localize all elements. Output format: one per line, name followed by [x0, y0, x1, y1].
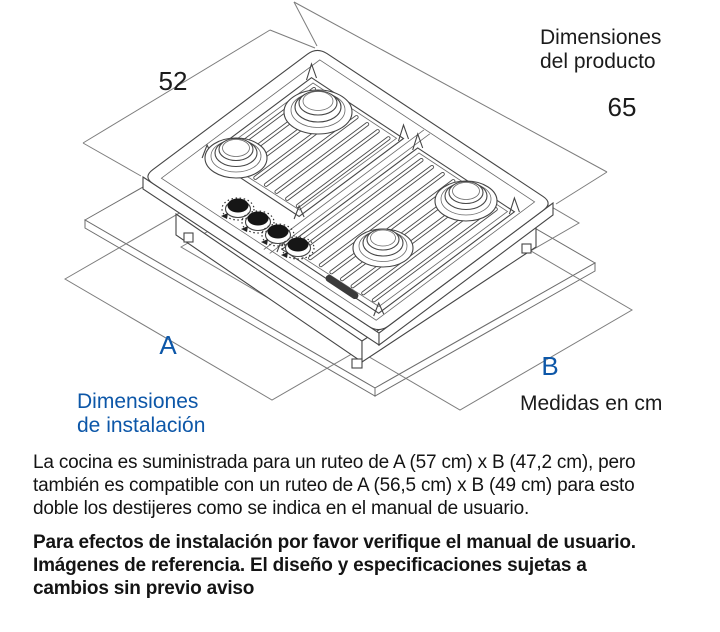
dimension-52: 52 — [82, 29, 316, 177]
product-dimensions-label: Dimensiones del producto — [540, 26, 661, 73]
units-label: Medidas en cm — [520, 392, 662, 415]
cooktop-center-seam — [263, 129, 431, 254]
burner-front-right — [352, 228, 414, 268]
disclaimer-line: cambios sin previo aviso — [33, 578, 255, 599]
dim-b-label: B — [541, 351, 558, 381]
product-diagram: 52 65 A B Dimensiones del producto Dimen… — [64, 1, 662, 437]
burner-back-right — [434, 180, 498, 222]
routing-note-paragraph: La cocina es suministrada para un ruteo … — [33, 451, 701, 520]
brand-logo — [325, 274, 359, 300]
dim-65-label: 65 — [608, 92, 637, 122]
cooktop-drawing — [142, 49, 554, 369]
dim-52-label: 52 — [159, 66, 188, 96]
control-knob — [281, 236, 315, 260]
control-knob — [221, 197, 255, 221]
dimension-65: 65 — [293, 1, 637, 205]
disclaimer-line: Para efectos de instalación por favor ve… — [33, 532, 636, 553]
svg-text:del producto: del producto — [540, 50, 656, 73]
routing-note-line: doble los destijeres como se indica en e… — [33, 498, 530, 519]
routing-note-line: también es compatible con un ruteo de A … — [33, 475, 635, 496]
control-knob — [261, 223, 295, 247]
installation-dimensions-label: Dimensiones de instalación — [77, 390, 205, 437]
svg-text:Dimensiones: Dimensiones — [540, 26, 661, 49]
routing-note-line: La cocina es suministrada para un ruteo … — [33, 452, 636, 473]
svg-text:Dimensiones: Dimensiones — [77, 390, 198, 413]
dim-a-label: A — [159, 330, 177, 360]
cooktop-top-panel — [147, 49, 549, 331]
burner-front-left — [204, 137, 268, 179]
control-knob — [241, 210, 275, 234]
cooktop-inner-rim — [160, 59, 536, 321]
disclaimer-paragraph: Para efectos de instalación por favor ve… — [33, 531, 701, 600]
disclaimer-line: Imágenes de referencia. El diseño y espe… — [33, 555, 587, 576]
burner-back-left — [283, 89, 353, 135]
control-knobs — [221, 197, 315, 260]
svg-text:de instalación: de instalación — [77, 414, 205, 437]
